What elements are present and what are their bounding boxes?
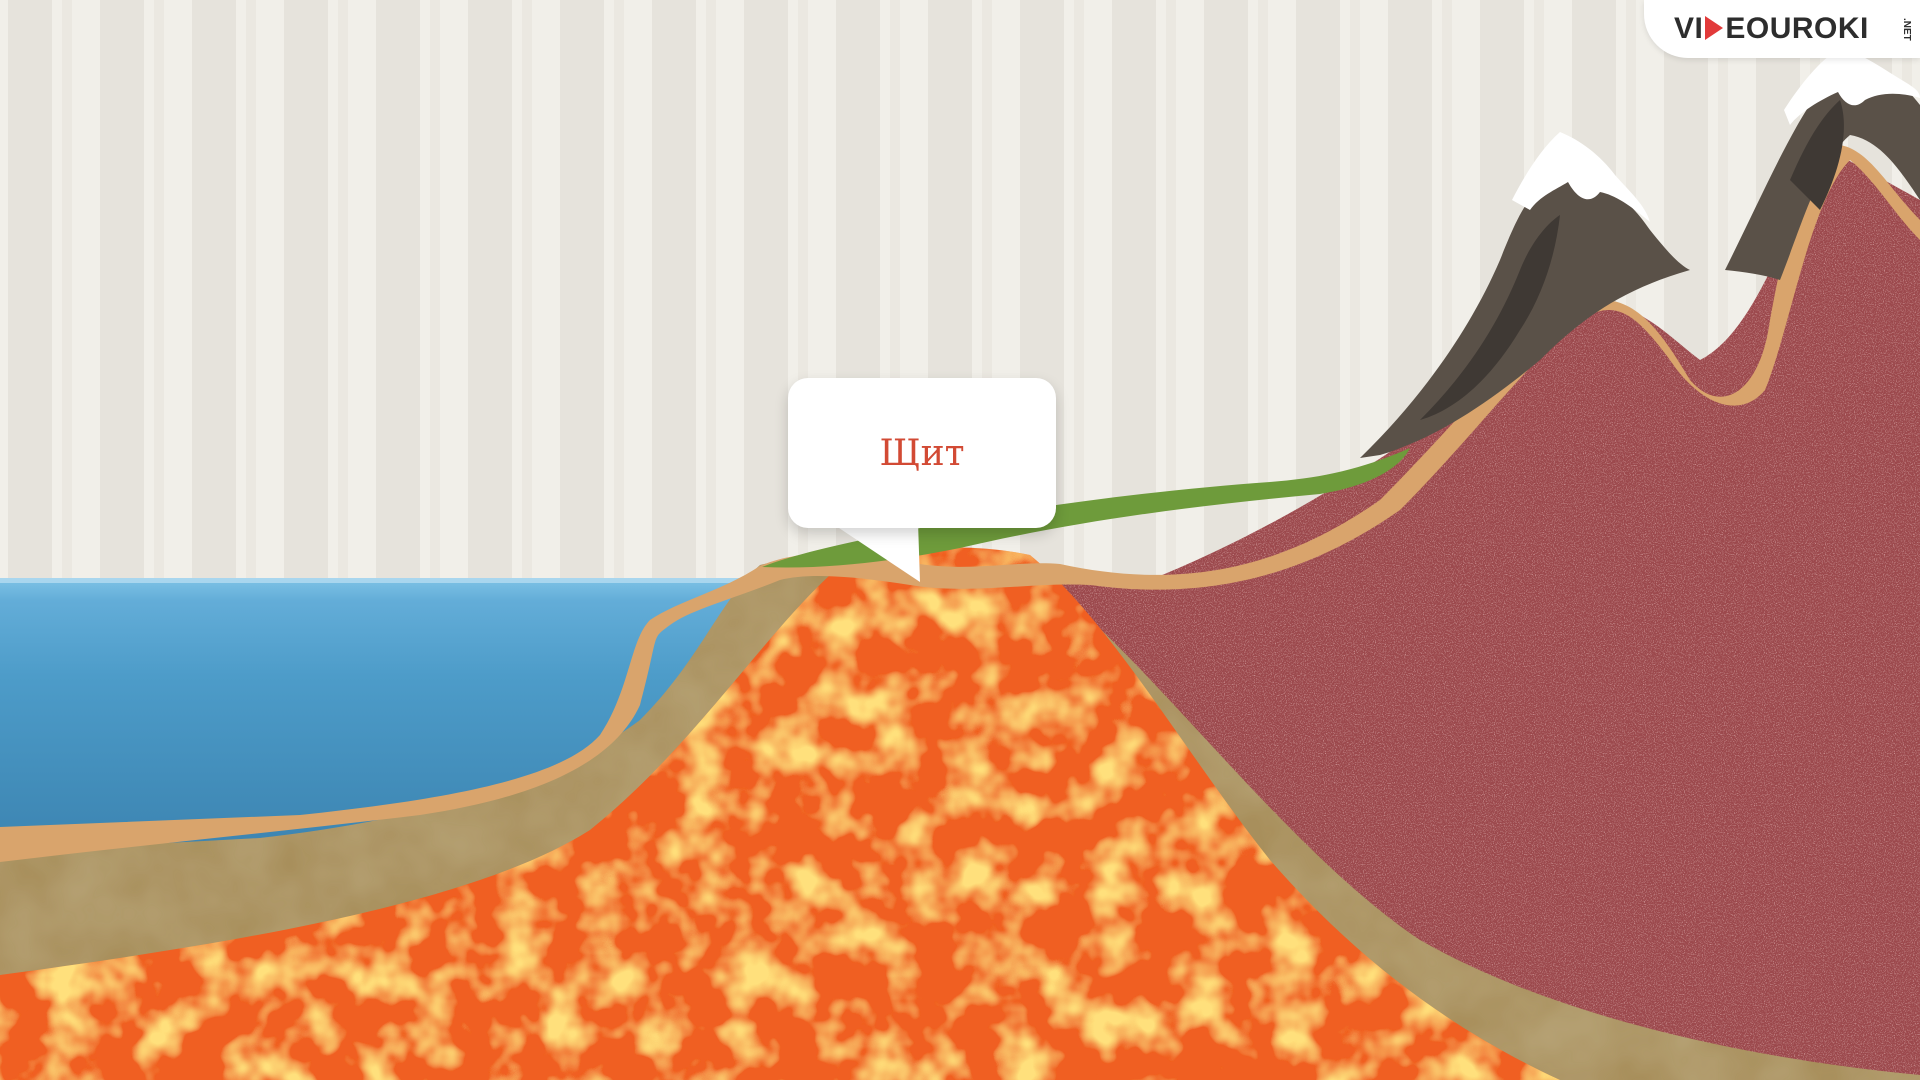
logo-text-part1: VI — [1674, 12, 1703, 45]
play-icon — [1705, 16, 1723, 40]
logo-wordmark: VI EOUROKI — [1674, 12, 1869, 46]
logo-text-part2: EOUROKI — [1725, 12, 1869, 45]
water-surface-line — [0, 578, 760, 583]
callout-label: Щит — [788, 378, 1056, 528]
logo-suffix: .NET — [1901, 18, 1912, 41]
videouroki-logo[interactable]: VI EOUROKI .NET — [1644, 0, 1920, 58]
callout-bubble: Щит — [788, 378, 1056, 528]
callout-pointer — [830, 522, 940, 584]
